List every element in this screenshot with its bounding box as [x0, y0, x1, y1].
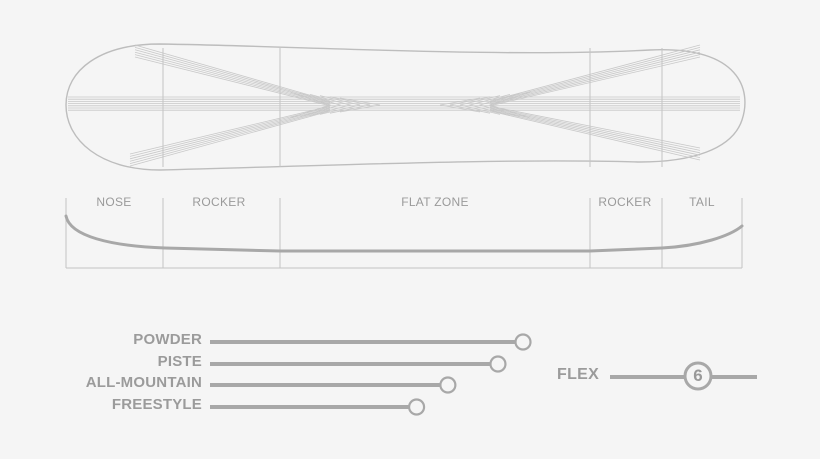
zone-label-tail: TAIL	[689, 195, 715, 209]
board-top-view	[65, 43, 746, 171]
chevron-line	[319, 95, 361, 115]
chevron-line	[439, 97, 481, 113]
zone-label-rocker-front: ROCKER	[192, 195, 246, 209]
zone-dividers-bottom	[65, 198, 743, 268]
diagonal-stripe-line	[134, 56, 331, 107]
diagonal-stripe-lines	[129, 44, 701, 167]
diagonal-stripe-line	[134, 51, 331, 105]
rating-label-powder: POWDER	[133, 331, 202, 348]
diagonal-stripe-line	[489, 44, 701, 102]
rating-marker	[489, 355, 507, 373]
board-profile-side-view	[64, 198, 744, 269]
chevron-pattern	[289, 91, 531, 119]
diagonal-stripe-line	[134, 47, 331, 103]
center-stripe-lines	[68, 96, 740, 111]
diagonal-stripe-line	[489, 51, 701, 105]
diagonal-stripe-line	[489, 106, 701, 151]
chevron-line	[478, 92, 521, 118]
chevron-line	[299, 92, 342, 118]
flex-value: 6	[693, 366, 703, 385]
chevron-line	[488, 91, 531, 119]
flex-marker	[683, 361, 713, 391]
rating-label-piste: PISTE	[157, 353, 202, 370]
chevron-line	[289, 91, 332, 119]
diagonal-stripe-line	[489, 107, 701, 154]
zone-label-nose: NOSE	[96, 195, 132, 209]
rating-marker	[514, 333, 532, 351]
chevron-line	[339, 97, 381, 113]
board-outline	[65, 43, 746, 171]
flex-scale	[610, 361, 757, 391]
diagonal-stripe-line	[134, 44, 331, 102]
diagonal-stripe-line	[129, 105, 331, 155]
diagonal-stripe-line	[489, 56, 701, 107]
diagonal-stripe-line	[489, 47, 701, 103]
chevron-line	[468, 94, 511, 116]
diagonal-stripe-line	[134, 49, 331, 104]
diagonal-stripe-line	[129, 107, 331, 160]
diagonal-stripe-line	[489, 49, 701, 104]
riding-style-ratings	[210, 333, 532, 416]
diagonal-stripe-line	[489, 108, 701, 156]
chevron-line	[459, 95, 501, 115]
zone-label-rocker-back: ROCKER	[598, 195, 652, 209]
rating-marker	[439, 376, 457, 394]
chevron-line	[329, 96, 371, 114]
diagonal-stripe-line	[129, 108, 331, 162]
profile-camber-line	[64, 214, 744, 253]
rating-marker	[407, 398, 426, 416]
chevron-line	[449, 96, 491, 114]
diagonal-stripe-line	[489, 54, 701, 106]
diagonal-stripe-line	[489, 110, 701, 161]
diagonal-stripe-line	[129, 110, 331, 167]
diagonal-stripe-line	[129, 109, 331, 164]
diagonal-stripe-line	[489, 105, 701, 149]
rating-label-freestyle: FREESTYLE	[111, 396, 202, 413]
diagonal-stripe-line	[134, 54, 331, 106]
diagonal-stripe-line	[489, 109, 701, 158]
chevron-line	[309, 94, 352, 116]
zone-dividers-top	[162, 48, 663, 167]
zone-label-flat-zone: FLAT ZONE	[401, 195, 469, 209]
rating-label-all-mountain: ALL-MOUNTAIN	[85, 374, 202, 391]
flex-label: FLEX	[557, 366, 600, 383]
